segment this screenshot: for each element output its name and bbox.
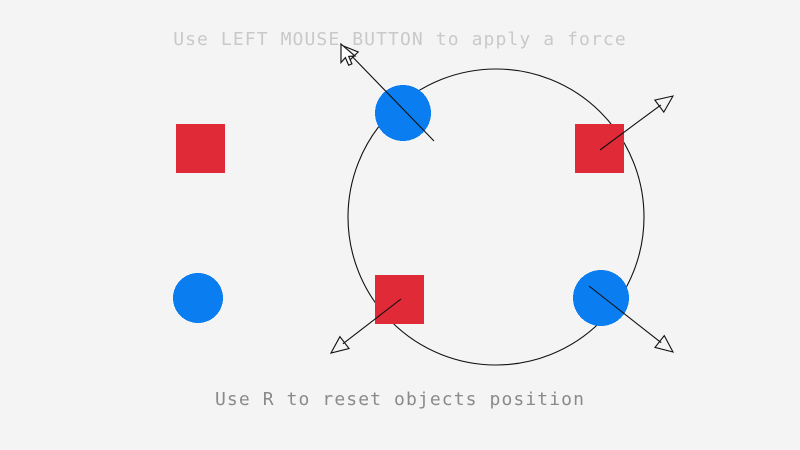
circle-bottom-right-force-line	[588, 285, 662, 344]
cursor-layer	[340, 42, 357, 66]
hint-text-reset-objects: Use R to reset objects position	[214, 389, 586, 410]
square-top-right-force-arrowhead	[653, 95, 675, 114]
square-top-left[interactable]	[176, 124, 225, 173]
constraint-ring	[347, 68, 645, 366]
constraint-ring-layer	[347, 68, 645, 366]
circle-top-middle[interactable]	[375, 85, 431, 141]
circle-bottom-right-force-arrowhead	[654, 334, 675, 353]
square-bottom-middle-force-line	[342, 298, 402, 345]
circle-bottom-right[interactable]	[573, 270, 629, 326]
circle-top-middle-force-line	[351, 55, 435, 142]
square-top-right-force-line	[599, 104, 662, 151]
mouse-pointer-icon	[340, 42, 357, 66]
hint-text-apply-force: Use LEFT MOUSE BUTTON to apply a force	[173, 29, 627, 50]
square-bottom-middle-force-arrowhead	[329, 335, 350, 354]
circle-bottom-left[interactable]	[173, 273, 223, 323]
rigid-bodies-layer	[173, 85, 629, 326]
square-top-right[interactable]	[575, 124, 624, 173]
